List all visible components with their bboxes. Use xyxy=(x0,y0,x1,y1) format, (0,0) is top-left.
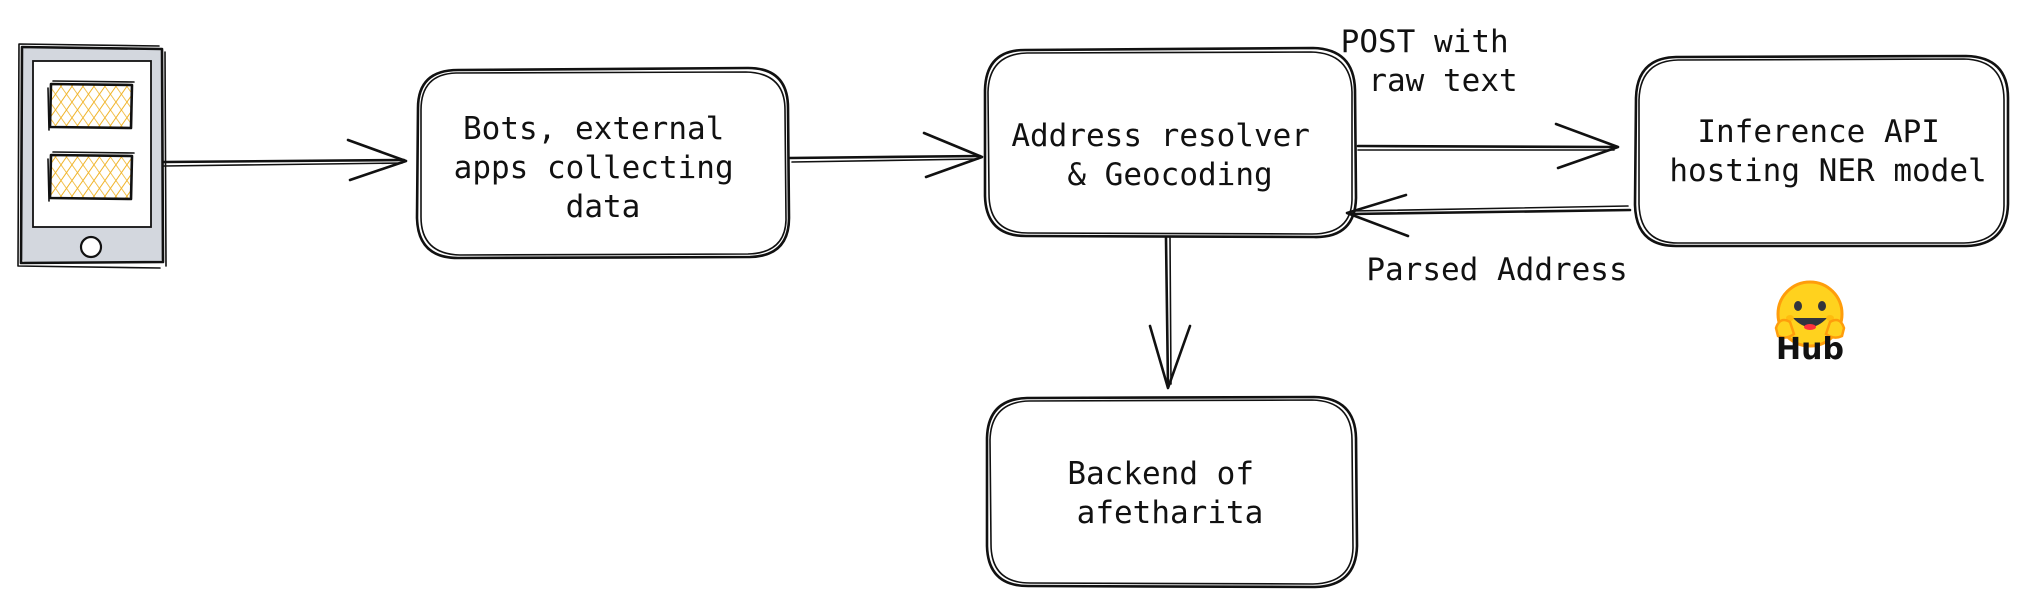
node-resolver: Address resolver & Geocoding xyxy=(983,46,1358,239)
node-inference: Inference API hosting NER model xyxy=(1633,54,2010,248)
node-backend-label: Backend of afetharita xyxy=(1067,456,1272,531)
hugging-face-icon: Hub xyxy=(1774,280,1846,367)
edge-parsed-label: Parsed Address xyxy=(1366,252,1627,288)
smartphone-icon xyxy=(17,43,167,269)
node-backend: Backend of afetharita xyxy=(985,395,1359,589)
arrow-bots-to-resolver xyxy=(788,131,984,179)
node-resolver-label: Address resolver & Geocoding xyxy=(1011,118,1328,193)
arrow-inference-to-resolver: Parsed Address xyxy=(1345,193,1632,288)
phone-screen-block-bottom xyxy=(47,151,135,202)
arrow-phone-to-bots xyxy=(162,138,408,182)
arrow-resolver-to-inference: POST with raw text xyxy=(1341,24,1620,170)
node-inference-label: Inference API hosting NER model xyxy=(1669,114,1986,189)
node-bots: Bots, external apps collecting data xyxy=(415,66,791,260)
phone-home-button xyxy=(79,235,103,259)
node-bots-label: Bots, external apps collecting data xyxy=(454,111,753,225)
phone-screen-block-top xyxy=(47,80,135,131)
edge-post-label: POST with raw text xyxy=(1341,24,1528,99)
hub-label: Hub xyxy=(1776,332,1844,367)
arrow-resolver-to-backend xyxy=(1148,236,1192,390)
